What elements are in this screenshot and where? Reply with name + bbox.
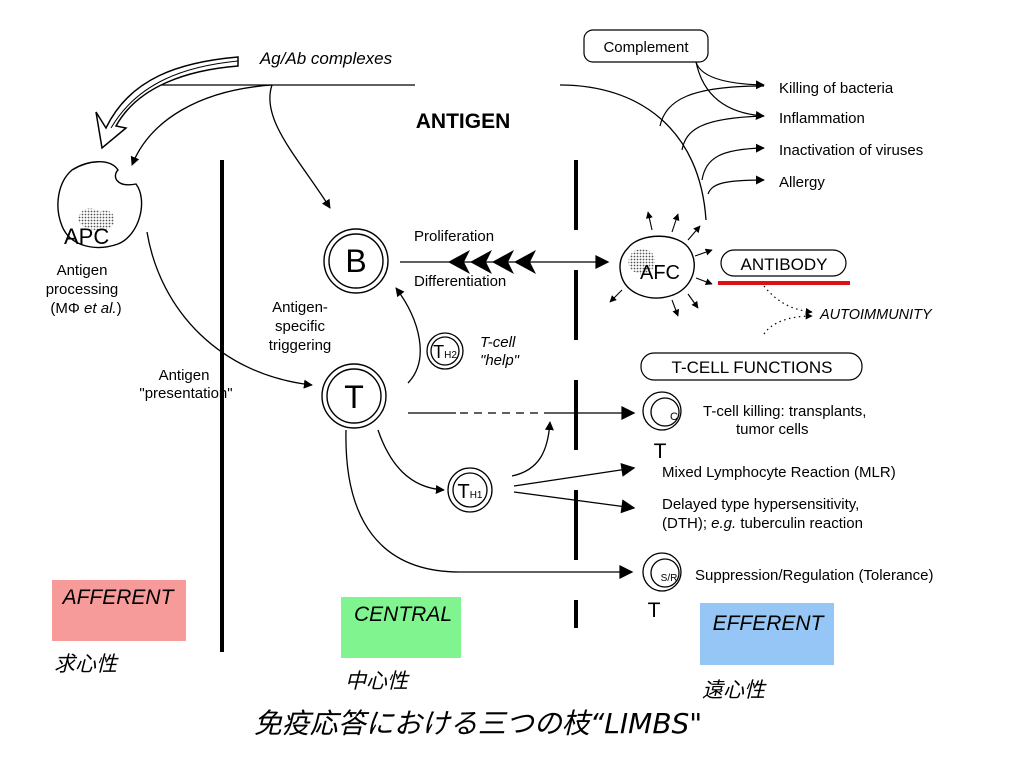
b-cell-icon [323, 228, 389, 294]
t-cell-icon [321, 363, 387, 429]
th1-label: TH1 [457, 481, 482, 503]
tcell-help-line1: T-cell [480, 334, 516, 351]
ag-ab-big-arrow-inner [110, 60, 239, 129]
suppression-label: Suppression/Regulation (Tolerance) [695, 567, 933, 584]
mlr-label: Mixed Lymphocyte Reaction (MLR) [662, 464, 896, 481]
proliferation-label: Proliferation [414, 228, 494, 245]
effect-killing-bacteria: Killing of bacteria [779, 80, 894, 97]
b-cell-label: B [345, 243, 366, 279]
central-box [341, 597, 461, 658]
central-jp-label: 中心性 [345, 669, 410, 693]
apc-to-t-arrow [146, 231, 313, 389]
tcell-functions-box [640, 352, 863, 381]
th2-cell-icon [426, 332, 464, 370]
apc-antigen-blob [78, 208, 115, 231]
effect-inactivation-viruses: Inactivation of viruses [779, 142, 923, 159]
th1-cell-icon [447, 467, 493, 513]
dth-line1: Delayed type hypersensitivity, [662, 496, 859, 513]
tsr-cell-icon [642, 552, 682, 592]
antibody-to-allergy [707, 175, 765, 195]
afc-label: AFC [640, 262, 680, 284]
tsr-letter: T [648, 599, 661, 622]
efferent-jp-label: 遠心性 [702, 678, 767, 702]
antigen-to-apc-arrow [130, 84, 273, 166]
apc-label: APC [64, 224, 109, 249]
afferent-box [52, 580, 186, 641]
antibody-to-inflammation [681, 115, 765, 151]
differentiation-label: Differentiation [414, 273, 506, 290]
apc-processing-line2: processing [46, 281, 119, 298]
antigen-line-right [559, 84, 707, 221]
autoimmunity-label: AUTOIMMUNITY [819, 307, 933, 323]
t-cell-label: T [344, 379, 364, 415]
antigen-specific-line3: triggering [269, 337, 332, 354]
ag-ab-big-arrow [95, 56, 239, 150]
antigen-presentation-line1: Antigen [159, 367, 210, 384]
t-to-tsr-arrow [345, 429, 634, 579]
th2-label: TH2 [433, 342, 457, 362]
afc-antigen-blob [628, 249, 656, 275]
antibody-to-autoimmunity [763, 285, 813, 315]
effect-inflammation: Inflammation [779, 110, 865, 127]
tc-killing-line2: tumor cells [736, 421, 809, 438]
tc-sub-label: C [670, 411, 678, 423]
antigen-specific-line2: specific [275, 318, 326, 335]
antigen-presentation-line2: "presentation" [139, 385, 232, 402]
feather-marks [448, 250, 536, 274]
antibody-label: ANTIBODY [741, 255, 828, 274]
afc-secretion-arrows [609, 211, 713, 317]
apc-processing-line1: Antigen [57, 262, 108, 279]
afferent-jp-label: 求心性 [54, 652, 119, 676]
apc-cell-icon [57, 161, 143, 249]
antigen-to-b-arrow [269, 84, 331, 209]
afferent-label: AFFERENT [61, 586, 176, 609]
apc-mphi: (MΦ et al.) [50, 300, 121, 317]
ag-ab-complexes-label: Ag/Ab complexes [259, 49, 393, 68]
complement-box [583, 29, 709, 63]
dth-line2: (DTH); e.g. tuberculin reaction [662, 515, 863, 532]
th1-to-tc-arrow [511, 421, 554, 477]
antibody-to-viruses [701, 143, 765, 181]
antibody-to-autoimmunity-lower [763, 312, 813, 335]
page-title: 免疫応答における三つの枝“LIMBS" [254, 707, 702, 740]
antigen-label: ANTIGEN [416, 110, 511, 133]
efferent-label: EFFERENT [713, 612, 826, 635]
t-to-th1-arrow [377, 429, 445, 495]
th1-to-dth-arrow [513, 491, 636, 514]
th1-to-mlr-arrow [513, 462, 636, 487]
efferent-box [700, 603, 834, 665]
antibody-to-killing [659, 85, 765, 127]
tc-letter: T [654, 440, 667, 463]
central-label: CENTRAL [354, 603, 452, 626]
antibody-box [720, 249, 847, 277]
t-to-b-help-arrow [395, 287, 421, 384]
tc-cell-icon [642, 391, 682, 431]
complement-to-killing [695, 61, 765, 90]
complement-label: Complement [603, 39, 689, 56]
tcell-functions-label: T-CELL FUNCTIONS [672, 358, 833, 377]
effect-allergy: Allergy [779, 174, 825, 191]
tsr-sub-label: S/R [661, 573, 678, 584]
antigen-specific-line1: Antigen- [272, 299, 328, 316]
tcell-help-line2: "help" [480, 352, 520, 369]
complement-to-inflammation [695, 61, 765, 120]
tc-killing-line1: T-cell killing: transplants, [703, 403, 866, 420]
